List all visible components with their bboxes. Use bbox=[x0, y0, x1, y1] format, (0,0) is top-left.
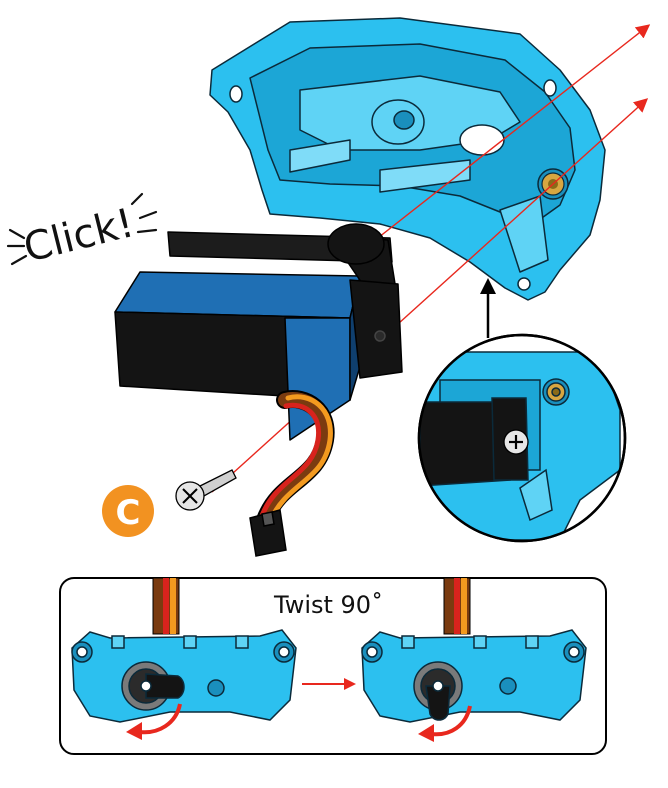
guide-line-lower bbox=[211, 98, 649, 493]
servo-motor bbox=[114, 223, 403, 441]
bracket-before bbox=[71, 629, 297, 723]
right-arrow-icon bbox=[302, 678, 356, 690]
step-badge: C bbox=[102, 485, 154, 537]
twist-arrow-icon bbox=[126, 703, 182, 740]
click-sparkle-icon bbox=[6, 192, 158, 266]
guide-lines bbox=[211, 24, 651, 493]
phillips-screw-icon bbox=[175, 469, 237, 511]
wire-connector bbox=[249, 509, 287, 557]
twist-label: Twist 90˚ bbox=[273, 591, 383, 619]
guide-line-upper bbox=[359, 24, 651, 253]
up-arrow-icon bbox=[480, 278, 496, 338]
servo-wires bbox=[256, 390, 335, 529]
zoom-detail bbox=[417, 333, 627, 543]
bracket-after bbox=[361, 629, 587, 723]
zoom-screw-head bbox=[503, 429, 529, 455]
step-letter: C bbox=[116, 493, 141, 533]
twist-arrow-icon bbox=[418, 705, 472, 742]
click-callout: Click! bbox=[6, 192, 158, 272]
click-text: Click! bbox=[19, 200, 138, 272]
servo-bracket-housing bbox=[209, 17, 606, 301]
twist-panel: Twist 90˚ bbox=[59, 577, 607, 755]
